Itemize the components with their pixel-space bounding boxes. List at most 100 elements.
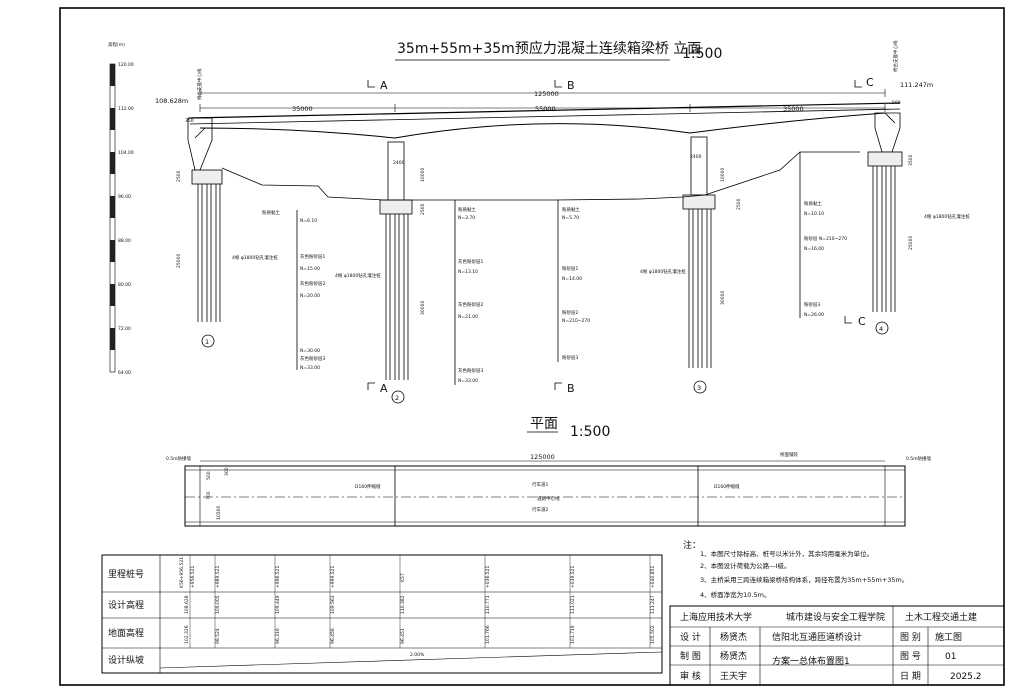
elev-right-label: 111.247m	[900, 81, 933, 89]
bore-2-n: N=13.10	[458, 269, 478, 275]
pier-number-2: 2	[395, 394, 399, 402]
dim-25000-left: 25000	[176, 254, 182, 268]
section-b-bottom: B	[567, 382, 575, 395]
station-value: +989.521	[215, 565, 221, 588]
design-elev: 110.382	[400, 595, 406, 614]
notes-heading: 注：	[683, 539, 701, 551]
bore-4-n: N=10.10	[804, 211, 824, 217]
bore-1-n: N=33.00	[300, 365, 320, 371]
table-header-ground-elev: 地面高程	[108, 627, 144, 639]
plan-dim-300: 300	[224, 467, 230, 476]
bore-3-n: N=210~270	[562, 318, 590, 324]
plan-title: 平面	[530, 416, 558, 432]
bore-4-n: N=26.00	[804, 312, 824, 318]
table-header-station: 里程桩号	[108, 568, 144, 580]
bore-3-n: N=14.00	[562, 276, 582, 282]
note-2: 2、本图设计荷载为公路—I级。	[700, 561, 791, 570]
elev-tick: 120.00	[118, 62, 134, 68]
design-elev-values: 108.628 109.005 109.449 109.563 110.382 …	[184, 595, 656, 614]
abutment-note-right: 桥台支座中心线	[892, 40, 899, 72]
bore-1-n: N=6.10	[300, 218, 317, 224]
bore-4-layer: 粉质黏土	[804, 200, 822, 207]
design-name: 杨贤杰	[720, 631, 747, 643]
bore-3-n: N=5.70	[562, 215, 579, 221]
pile-note-2: 4根 φ1800钻孔灌注桩	[335, 272, 381, 279]
section-c-top: C	[866, 76, 874, 89]
bore-3-layer: 粉质黏土	[562, 206, 580, 213]
sheet-border	[59, 7, 1005, 686]
pier-2	[379, 141, 413, 404]
rail-right-label: 0.5m防撞墙	[906, 455, 932, 462]
bore-2-n: N=33.00	[458, 378, 478, 384]
elev-tick: 72.00	[118, 326, 131, 332]
ground-elev: 105.502	[650, 625, 656, 644]
ground-line	[221, 151, 860, 201]
plan-total-length: 125000	[530, 453, 555, 461]
borehole-1: 粉质黏土 N=6.10 灰色粉砂层1 N=15.00 灰色粉砂层2 N=20.0…	[262, 209, 325, 371]
design-elev: 109.563	[330, 595, 336, 614]
lane-1-label: 行车道1	[532, 481, 548, 488]
abutment-note-left: 桥台支座中心线	[196, 68, 203, 100]
pier-3	[682, 136, 716, 394]
section-a-top: A	[380, 79, 388, 92]
bore-3-layer: 粉砂层2	[562, 309, 578, 316]
plan-dim-500: 500	[206, 471, 212, 480]
station-value: +956.521	[190, 565, 196, 588]
bore-1-n: N=15.00	[300, 266, 320, 272]
station-value: K57	[400, 573, 406, 582]
pier-number-4: 4	[879, 325, 883, 333]
ground-elev: 101.766	[485, 625, 491, 644]
bore-4-layer: 粉砂层 N=210~270	[804, 235, 847, 242]
elev-tick: 96.00	[118, 194, 131, 200]
dim-30000-b: 30000	[720, 291, 726, 305]
plan-view: 平面 1:500 125000 0.5m防撞墙 0.5m防撞墙 桥面铺装 D16…	[166, 416, 932, 527]
plan-dim-10500: 10500	[216, 506, 222, 520]
bore-1-n: N=30.00	[300, 348, 320, 354]
plan-dim-700: 700	[206, 491, 212, 500]
borehole-2: 粉质黏土 N=3.70 灰色粉砂层1 N=13.10 灰色粉砂层2 N=21.0…	[454, 200, 483, 385]
project-name: 信阳北互通匝道桥设计	[772, 631, 862, 643]
title-block: 上海应用技术大学 城市建设与安全工程学院 土木工程交通土建 设 计 杨贤杰 制 …	[669, 605, 1005, 686]
bore-2-layer: 灰色粉砂层3	[458, 367, 483, 374]
bore-2-n: N=21.00	[458, 314, 478, 320]
bore-4-layer: 粉砂层3	[804, 301, 820, 308]
elev-tick: 80.00	[118, 282, 131, 288]
station-value: +039.521	[570, 565, 576, 588]
station-value: +999.521	[330, 565, 336, 588]
section-markers	[367, 80, 862, 390]
bore-4-n: N=16.00	[804, 246, 824, 252]
abutment-right	[867, 112, 903, 335]
dim-10000-b: 10000	[720, 168, 726, 182]
bore-1-n: N=20.00	[300, 293, 320, 299]
station-value: K56+956.521	[179, 557, 185, 588]
dim-2400-a: 2400	[393, 160, 405, 166]
station-value: +040.851	[650, 565, 656, 588]
type-label: 图 别	[900, 632, 921, 643]
check-name: 王天宇	[720, 670, 747, 682]
dim-2500-a: 2500	[420, 203, 426, 215]
type-value: 施工图	[935, 631, 962, 643]
pile-note-3: 4根 φ1800钻孔灌注桩	[640, 268, 686, 275]
bearing-label-1: D160伸缩缝	[355, 483, 381, 490]
station-value: +036.521	[485, 565, 491, 588]
date-label: 日 期	[900, 671, 921, 682]
elev-tick: 104.00	[118, 150, 134, 156]
elev-tick: 64.00	[118, 370, 131, 376]
bore-2-layer: 灰色粉砂层2	[458, 301, 483, 308]
design-elev: 111.247	[650, 595, 656, 614]
draw-label: 制 图	[680, 650, 701, 662]
dim-2500-b: 2500	[736, 198, 742, 210]
pier-number-3: 3	[697, 384, 701, 392]
design-elev: 110.771	[485, 595, 491, 614]
note-4: 4、桥面净宽为10.5m。	[700, 590, 770, 599]
abutment-left	[187, 117, 223, 348]
station-labels: K56+956.521 +956.521 +989.521 +996.521 +…	[179, 557, 656, 588]
dim-25000-right: 25000	[908, 236, 914, 250]
ground-elev-values: 102.326 98.524 96.316 96.456 96.451 101.…	[184, 625, 656, 644]
no-value: 01	[945, 652, 956, 662]
elev-axis-unit: 高程(m)	[108, 41, 125, 48]
ground-elev: 102.326	[184, 625, 190, 644]
total-length-dim: 125000	[534, 90, 559, 98]
draw-name: 杨贤杰	[720, 650, 747, 662]
